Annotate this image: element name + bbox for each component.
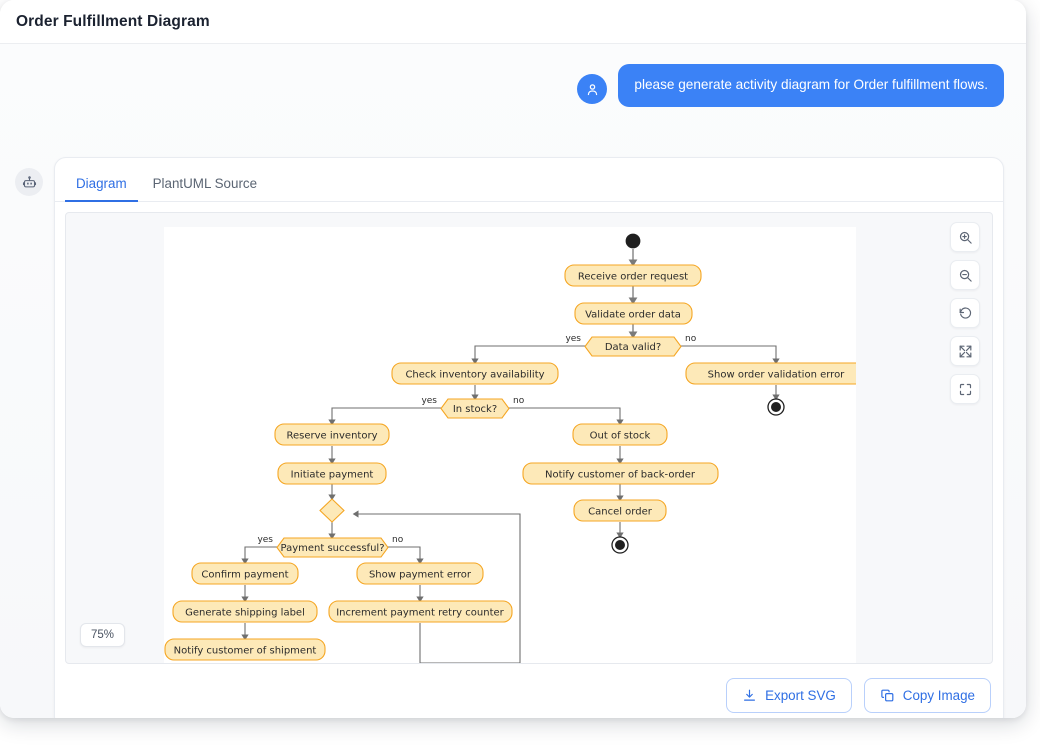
- tab-diagram[interactable]: Diagram: [65, 168, 138, 202]
- decision-node-payment-successful[interactable]: Payment successful?: [276, 537, 389, 558]
- activity-node-out-of-stock[interactable]: Out of stock: [572, 423, 668, 446]
- guard-label-yes: yes: [565, 334, 581, 344]
- activity-node-show-payment-error[interactable]: Show payment error: [356, 562, 484, 585]
- activity-label: Reserve inventory: [287, 431, 378, 442]
- activity-label: Increment payment retry counter: [336, 608, 504, 619]
- tab-strip: Diagram PlantUML Source: [55, 158, 1003, 202]
- avatar-user: [577, 74, 608, 104]
- page-title: Order Fulfillment Diagram: [16, 12, 210, 30]
- export-svg-label: Export SVG: [765, 688, 836, 703]
- activity-node-confirm-payment[interactable]: Confirm payment: [191, 562, 299, 585]
- avatar-assistant: [15, 168, 43, 196]
- activity-label: Validate order data: [585, 310, 681, 321]
- assistant-message-row: Diagram PlantUML Source: [15, 157, 1004, 718]
- robot-icon: [22, 175, 36, 187]
- activity-node-notify-customer-of-shipment[interactable]: Notify customer of shipment: [164, 638, 326, 661]
- zoom-in-button[interactable]: [950, 222, 980, 252]
- title-bar: Order Fulfillment Diagram: [0, 0, 1026, 44]
- activity-label: Show order validation error: [708, 370, 846, 381]
- activity-node-validate-order-data[interactable]: Validate order data: [574, 302, 693, 325]
- activity-node-increment-payment-retry-counter[interactable]: Increment payment retry counter: [328, 600, 513, 623]
- diagram-toolbar: [950, 222, 980, 404]
- zoom-level-badge: 75%: [80, 623, 126, 647]
- merge-node-payment-retry: [319, 498, 345, 523]
- activity-node-cancel-order[interactable]: Cancel order: [573, 499, 667, 522]
- guard-label-yes: yes: [421, 396, 437, 406]
- final-node-cancel-order: [611, 536, 629, 554]
- decision-label: Data valid?: [605, 342, 661, 353]
- app-window: Order Fulfillment Diagram please generat…: [0, 0, 1026, 718]
- fullscreen-icon: [959, 383, 971, 395]
- export-svg-button[interactable]: Export SVG: [726, 678, 852, 713]
- user-message-bubble: please generate activity diagram for Ord…: [618, 64, 1004, 107]
- diagram-viewport[interactable]: Receive order request Validate order dat…: [65, 212, 993, 664]
- decision-node-in-stock[interactable]: In stock?: [440, 398, 510, 419]
- activity-label: Receive order request: [578, 272, 688, 283]
- activity-node-receive-order-request[interactable]: Receive order request: [564, 264, 702, 287]
- zoom-out-icon: [959, 269, 972, 282]
- fit-to-screen-button[interactable]: [950, 336, 980, 366]
- fullscreen-button[interactable]: [950, 374, 980, 404]
- activity-label: Check inventory availability: [405, 370, 544, 381]
- activity-node-reserve-inventory[interactable]: Reserve inventory: [274, 423, 390, 446]
- download-icon: [744, 689, 756, 701]
- activity-label: Initiate payment: [291, 470, 374, 481]
- tab-plantuml-source[interactable]: PlantUML Source: [152, 176, 258, 191]
- activity-diagram-svg: Receive order request Validate order dat…: [164, 233, 856, 663]
- activity-label: Show payment error: [369, 570, 472, 581]
- decision-label: Payment successful?: [280, 543, 384, 554]
- fit-expand-icon: [959, 345, 971, 357]
- reset-view-button[interactable]: [950, 298, 980, 328]
- user-icon: [587, 83, 598, 95]
- guard-label-no: no: [513, 396, 525, 406]
- activity-label: Cancel order: [588, 507, 653, 518]
- zoom-out-button[interactable]: [950, 260, 980, 290]
- reset-rotate-icon: [959, 306, 971, 319]
- copy-icon: [881, 689, 894, 702]
- final-node-validation-error: [767, 398, 785, 416]
- diagram-result-card: Diagram PlantUML Source: [54, 157, 1004, 718]
- activity-node-show-order-validation-error[interactable]: Show order validation error: [685, 362, 856, 385]
- activity-label: Notify customer of back-order: [545, 470, 696, 481]
- activity-label: Out of stock: [590, 431, 651, 442]
- activity-node-initiate-payment[interactable]: Initiate payment: [277, 462, 387, 485]
- copy-image-label: Copy Image: [902, 688, 975, 703]
- guard-label-no: no: [392, 535, 404, 545]
- activity-node-notify-customer-of-back-order[interactable]: Notify customer of back-order: [522, 462, 719, 485]
- decision-node-data-valid[interactable]: Data valid?: [584, 336, 682, 357]
- user-message-row: please generate activity diagram for Ord…: [577, 64, 1004, 107]
- activity-node-generate-shipping-label[interactable]: Generate shipping label: [172, 600, 318, 623]
- initial-node: [625, 233, 641, 249]
- guard-label-yes: yes: [257, 535, 273, 545]
- activity-node-check-inventory-availability[interactable]: Check inventory availability: [391, 362, 559, 385]
- diagram-canvas[interactable]: Receive order request Validate order dat…: [164, 227, 856, 663]
- copy-image-button[interactable]: Copy Image: [863, 678, 991, 713]
- decision-label: In stock?: [453, 404, 497, 415]
- card-actions: Export SVG Copy Image: [55, 664, 1003, 718]
- guard-label-no: no: [685, 334, 697, 344]
- activity-label: Confirm payment: [201, 570, 288, 581]
- app-body: please generate activity diagram for Ord…: [0, 44, 1026, 718]
- activity-label: Generate shipping label: [185, 608, 305, 619]
- zoom-in-icon: [959, 231, 972, 244]
- activity-label: Notify customer of shipment: [174, 646, 317, 657]
